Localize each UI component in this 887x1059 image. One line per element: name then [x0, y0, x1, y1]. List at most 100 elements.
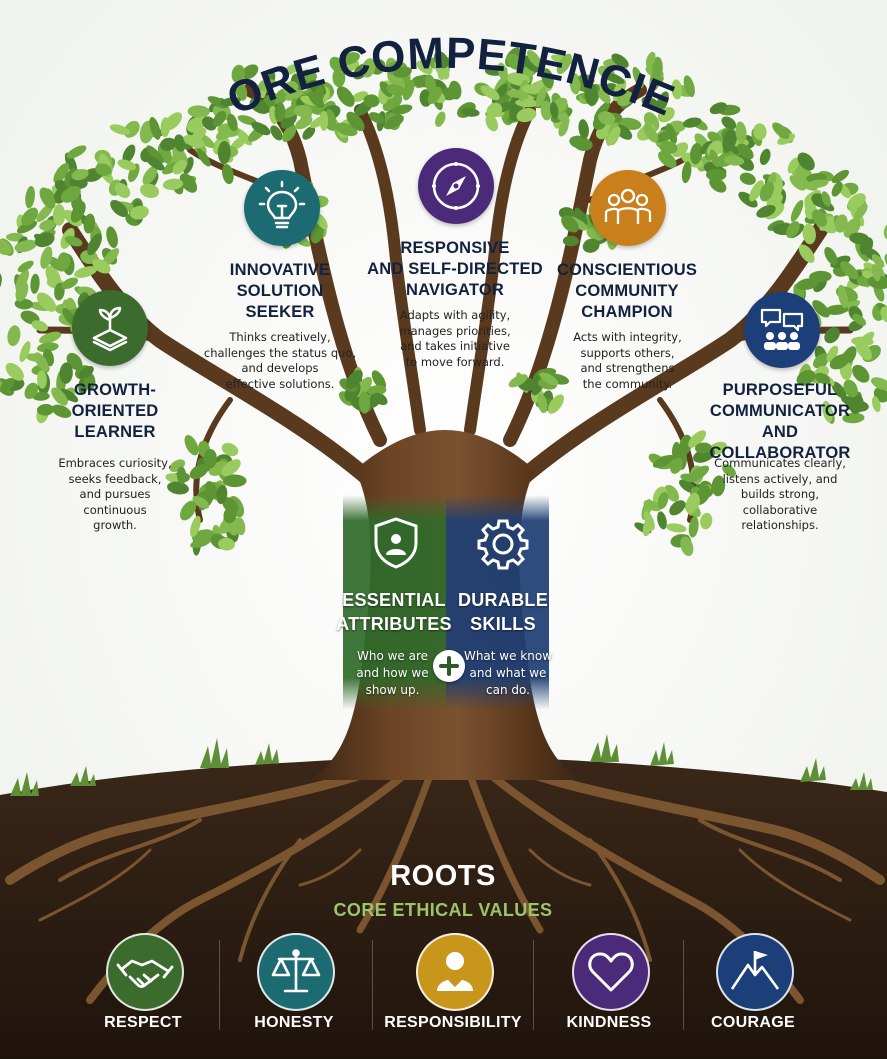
- competency-icon-badge: [590, 170, 666, 246]
- leaf: [659, 140, 678, 154]
- leaf: [172, 159, 187, 175]
- leaf: [797, 152, 815, 171]
- leaf: [202, 116, 217, 131]
- leaf: [187, 105, 210, 118]
- leaf: [219, 97, 241, 107]
- leaf: [129, 205, 149, 220]
- leaf: [31, 320, 48, 332]
- leaf: [174, 134, 186, 152]
- leaf: [434, 51, 449, 69]
- leaf: [308, 91, 325, 108]
- leaf: [71, 168, 89, 181]
- leaf: [737, 143, 754, 160]
- leaf: [854, 203, 868, 220]
- speech-bubbles-people-icon: [760, 308, 804, 350]
- competency-icon-badge: [418, 148, 494, 224]
- leaf: [841, 395, 858, 406]
- leaf: [461, 108, 480, 117]
- competency-description: Embraces curiosity, seeks feedback, and …: [58, 456, 172, 532]
- leaf: [653, 130, 676, 143]
- leaf: [37, 403, 54, 416]
- leaf: [393, 66, 412, 78]
- leaf: [122, 144, 136, 164]
- leaf: [826, 345, 839, 363]
- leaf: [179, 173, 198, 193]
- leaf: [722, 129, 737, 152]
- durable-skills-title: DURABLE SKILLS: [457, 590, 549, 634]
- leaf: [39, 187, 56, 209]
- leaf: [435, 111, 446, 127]
- leaf: [632, 66, 644, 88]
- leaf: [223, 506, 237, 524]
- leaf: [427, 86, 442, 105]
- leaf: [36, 342, 59, 353]
- leaf: [379, 81, 393, 98]
- leaf: [722, 464, 736, 477]
- leaf: [584, 82, 598, 106]
- leaf: [189, 464, 208, 480]
- leaf: [735, 121, 747, 144]
- leaf: [688, 430, 707, 448]
- value-icon-badge: [106, 933, 184, 1011]
- leaf: [777, 133, 796, 145]
- leaf: [821, 191, 831, 207]
- leaf: [61, 277, 78, 290]
- leaf: [497, 62, 508, 81]
- leaf: [142, 166, 158, 185]
- leaf: [645, 51, 656, 68]
- people-group-icon: [604, 188, 652, 224]
- leaf: [658, 150, 677, 168]
- leaf: [383, 114, 404, 130]
- leaf: [371, 370, 387, 390]
- leaf: [60, 186, 81, 203]
- divider: [372, 940, 373, 1030]
- lightbulb-icon: [258, 180, 306, 229]
- divider: [683, 940, 684, 1030]
- leaf: [37, 370, 47, 389]
- leaf: [657, 107, 675, 123]
- value-label: RESPONSIBILITY: [384, 1014, 522, 1031]
- leaf: [822, 400, 833, 423]
- leaf: [145, 155, 165, 171]
- leaf: [831, 381, 847, 399]
- leaf: [70, 201, 86, 223]
- leaf: [830, 255, 851, 269]
- leaf: [39, 331, 62, 344]
- leaf: [15, 269, 29, 292]
- divider: [533, 940, 534, 1030]
- leaf: [709, 149, 720, 168]
- leaf: [681, 161, 692, 184]
- leaf: [847, 193, 866, 210]
- leaf: [231, 64, 245, 84]
- handshake-icon: [116, 959, 174, 988]
- heart-icon: [588, 952, 634, 992]
- leaf: [109, 124, 130, 135]
- leaf: [270, 125, 283, 141]
- competency-description: Thinks creatively, challenges the status…: [203, 330, 357, 391]
- leaf: [547, 394, 564, 414]
- leaf: [293, 104, 312, 117]
- leaf: [25, 185, 35, 209]
- leaf: [221, 442, 239, 457]
- leaf: [541, 68, 554, 89]
- leaf: [598, 89, 611, 104]
- leaf: [218, 537, 235, 551]
- leaf: [34, 352, 49, 372]
- leaf: [516, 108, 537, 123]
- leaf: [336, 86, 355, 107]
- leaf: [669, 500, 686, 516]
- leaf: [688, 516, 699, 538]
- competency-title: INNOVATIVE SOLUTION SEEKER: [229, 261, 331, 321]
- value-label: COURAGE: [711, 1014, 795, 1031]
- leaf: [340, 52, 360, 65]
- scales-icon: [271, 949, 321, 993]
- leaf: [226, 113, 238, 132]
- leaf: [670, 458, 683, 474]
- roots-title: ROOTS: [390, 860, 496, 892]
- leaf: [192, 496, 210, 509]
- leaf: [562, 235, 580, 247]
- leaf: [102, 248, 120, 267]
- leaf: [811, 209, 828, 227]
- leaf: [578, 119, 589, 139]
- leaf: [527, 50, 542, 68]
